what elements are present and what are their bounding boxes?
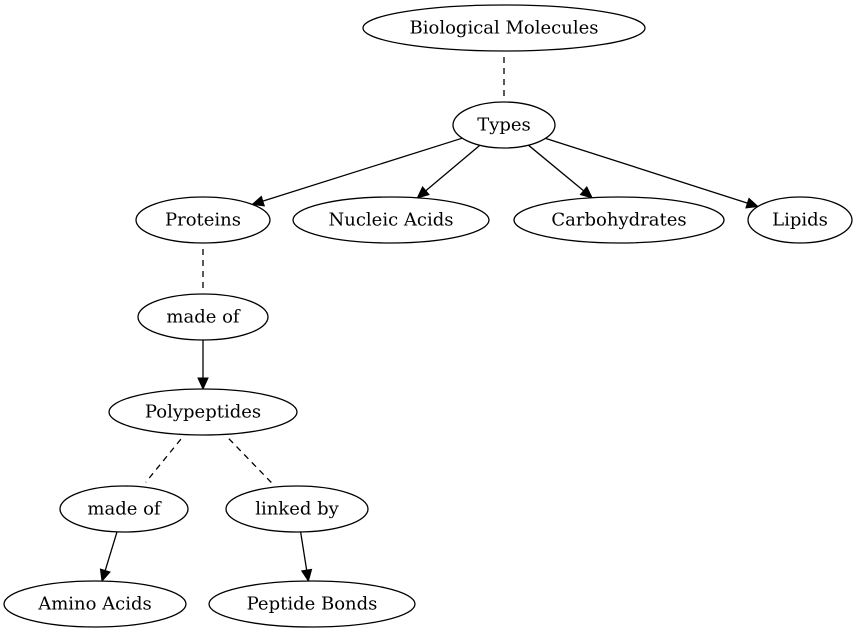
node-madeof2: made of bbox=[59, 485, 189, 533]
node-label: Peptide Bonds bbox=[247, 594, 378, 615]
edge-types-to-lipids bbox=[545, 137, 760, 209]
node-ellipse bbox=[137, 293, 269, 341]
arrowhead-icon bbox=[416, 186, 430, 199]
node-label: Proteins bbox=[165, 210, 241, 231]
arrowhead-icon bbox=[300, 568, 313, 583]
node-amino: Amino Acids bbox=[3, 580, 187, 628]
node-ellipse bbox=[208, 580, 416, 628]
node-polypeptides: Polypeptides bbox=[108, 388, 298, 436]
node-ellipse bbox=[135, 196, 271, 244]
arrow-connector-line bbox=[104, 531, 118, 571]
edges-layer bbox=[99, 57, 760, 583]
node-label: Polypeptides bbox=[145, 402, 261, 423]
node-ellipse bbox=[292, 196, 490, 244]
node-peptide: Peptide Bonds bbox=[208, 580, 416, 628]
arrow-connector-line bbox=[528, 144, 585, 192]
arrowhead-icon bbox=[745, 197, 760, 209]
node-label: Lipids bbox=[772, 210, 828, 231]
arrow-connector-line bbox=[545, 137, 748, 204]
node-ellipse bbox=[59, 485, 189, 533]
node-label: Types bbox=[477, 115, 531, 136]
arrow-connector-line bbox=[262, 137, 463, 202]
node-label: Carbohydrates bbox=[551, 210, 686, 231]
node-nucleic: Nucleic Acids bbox=[292, 196, 490, 244]
node-label: made of bbox=[87, 499, 162, 520]
arrowhead-icon bbox=[197, 377, 209, 391]
node-proteins: Proteins bbox=[135, 196, 271, 244]
node-bio: Biological Molecules bbox=[362, 4, 646, 52]
node-ellipse bbox=[225, 485, 369, 533]
node-label: Biological Molecules bbox=[410, 18, 599, 39]
arrowhead-icon bbox=[251, 195, 266, 207]
arrow-connector-line bbox=[299, 531, 308, 571]
node-ellipse bbox=[362, 4, 646, 52]
node-ellipse bbox=[452, 101, 556, 149]
edge-linkedby-to-peptide bbox=[299, 531, 313, 583]
edge-madeof2-to-amino bbox=[99, 531, 118, 583]
node-label: made of bbox=[166, 307, 241, 328]
edge-polypeptides-to-linkedby bbox=[228, 438, 273, 484]
edge-polypeptides-to-madeof2 bbox=[145, 438, 182, 483]
dashed-connector-line bbox=[145, 438, 182, 483]
edge-madeof1-to-polypeptides bbox=[197, 340, 209, 391]
node-madeof1: made of bbox=[137, 293, 269, 341]
edge-types-to-nucleic bbox=[416, 144, 481, 199]
node-ellipse bbox=[747, 196, 853, 244]
node-lipids: Lipids bbox=[747, 196, 853, 244]
node-ellipse bbox=[513, 196, 725, 244]
dashed-connector-line bbox=[228, 438, 273, 484]
node-linkedby: linked by bbox=[225, 485, 369, 533]
node-ellipse bbox=[108, 388, 298, 436]
node-label: Amino Acids bbox=[37, 594, 152, 615]
arrow-connector-line bbox=[425, 144, 481, 192]
node-label: Nucleic Acids bbox=[329, 210, 454, 231]
arrowhead-icon bbox=[579, 185, 594, 199]
node-ellipse bbox=[3, 580, 187, 628]
node-carbs: Carbohydrates bbox=[513, 196, 725, 244]
edge-types-to-carbs bbox=[528, 144, 594, 199]
arrowhead-icon bbox=[99, 568, 111, 583]
edge-types-to-proteins bbox=[251, 137, 463, 207]
node-label: linked by bbox=[255, 499, 339, 520]
node-types: Types bbox=[452, 101, 556, 149]
